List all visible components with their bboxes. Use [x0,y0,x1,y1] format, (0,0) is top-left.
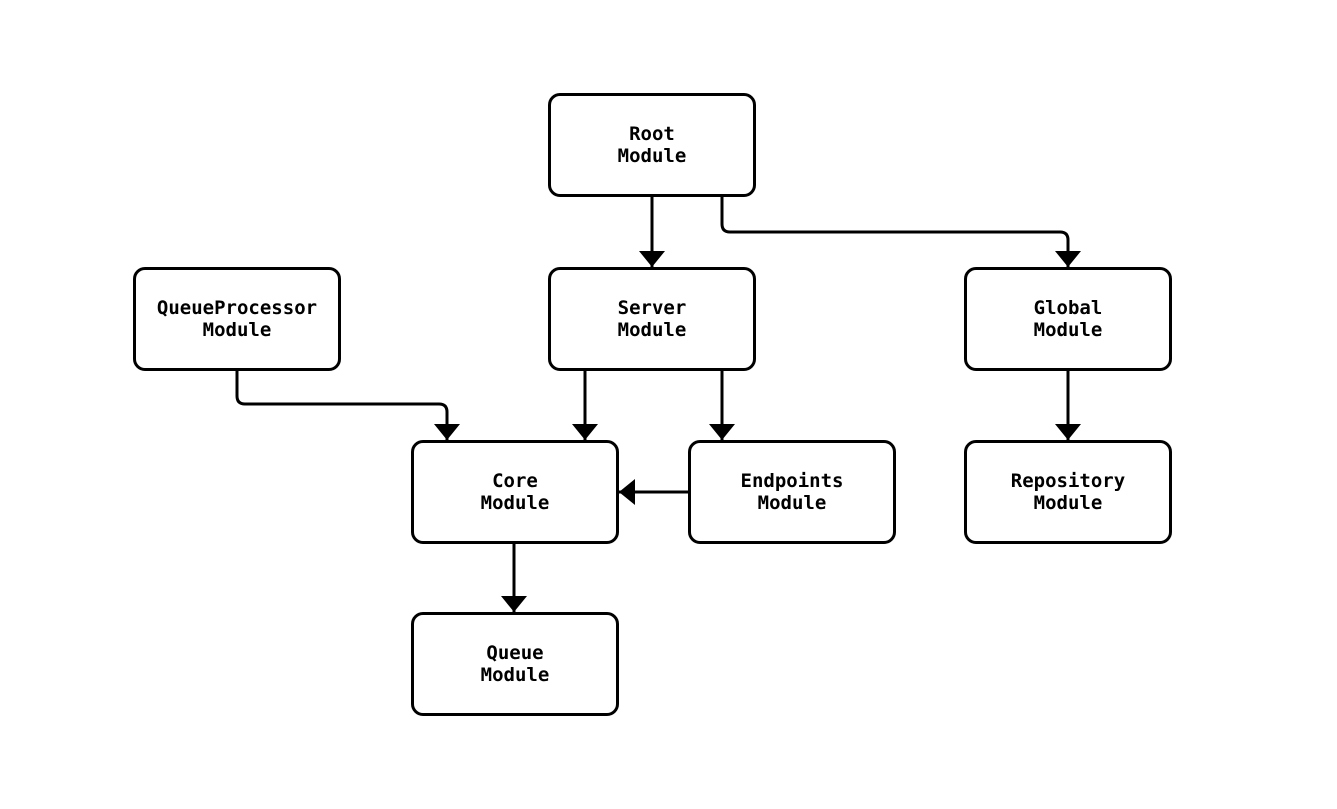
node-queueprocessor-module-label: QueueProcessor Module [156,297,318,341]
node-core-module: Core Module [411,440,619,544]
node-server-module-label: Server Module [617,297,687,341]
node-global-module-label: Global Module [1033,297,1103,341]
node-endpoints-module: Endpoints Module [688,440,896,544]
edge-queueprocessor-to-core [235,371,460,440]
edge-root-to-global [720,197,1081,267]
node-endpoints-module-label: Endpoints Module [740,470,844,514]
node-queue-module: Queue Module [411,612,619,716]
node-queue-module-label: Queue Module [480,642,550,686]
node-repository-module: Repository Module [964,440,1172,544]
node-repository-module-label: Repository Module [1010,470,1126,514]
node-root-module-label: Root Module [617,123,687,167]
node-root-module: Root Module [548,93,756,197]
node-global-module: Global Module [964,267,1172,371]
node-server-module: Server Module [548,267,756,371]
node-core-module-label: Core Module [480,470,550,514]
node-queueprocessor-module: QueueProcessor Module [133,267,341,371]
